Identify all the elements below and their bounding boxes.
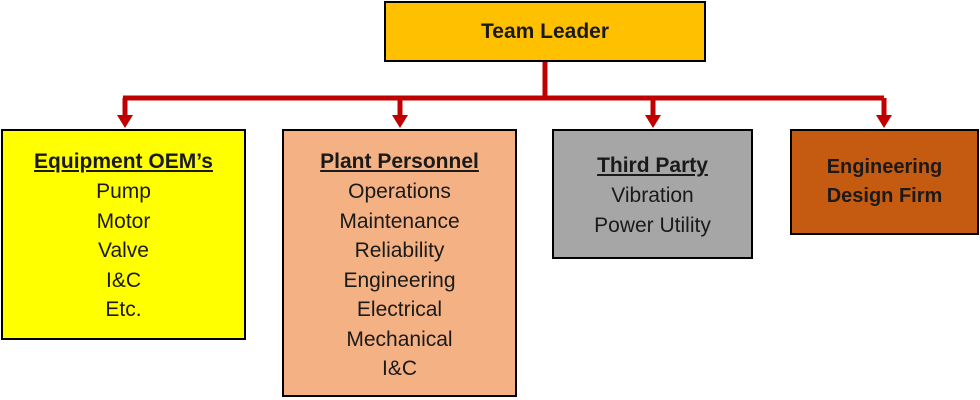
arrowhead-third-party bbox=[645, 115, 661, 128]
plant-personnel-title: Plant Personnel bbox=[320, 150, 479, 173]
plant-item: Electrical bbox=[356, 298, 443, 321]
oem-item: Motor bbox=[96, 209, 151, 233]
team-leader-box: Team Leader bbox=[384, 1, 706, 62]
equipment-oem-title: Equipment OEM’s bbox=[34, 150, 213, 173]
third-party-box: Third Party Vibration Power Utility bbox=[552, 129, 753, 259]
plant-item: I&C bbox=[381, 357, 417, 380]
engineering-design-firm-box: Engineering Design Firm bbox=[790, 129, 979, 235]
third-party-item: Power Utility bbox=[594, 213, 711, 237]
equipment-oem-box: Equipment OEM’s Pump Motor Valve I&C Etc… bbox=[1, 129, 246, 340]
plant-item: Operations bbox=[348, 180, 451, 203]
plant-item: Reliability bbox=[354, 239, 445, 262]
third-party-item: Vibration bbox=[611, 184, 694, 207]
arrowhead-engineering bbox=[876, 115, 892, 128]
arrowhead-oem bbox=[117, 115, 133, 128]
oem-item: Etc. bbox=[105, 298, 142, 321]
team-leader-label: Team Leader bbox=[481, 19, 609, 43]
plant-item: Mechanical bbox=[346, 327, 453, 351]
plant-personnel-box: Plant Personnel Operations Maintenance R… bbox=[282, 129, 517, 397]
plant-item: Engineering bbox=[343, 268, 456, 292]
oem-item: Valve bbox=[98, 239, 149, 262]
engineering-title-line: Design Firm bbox=[826, 185, 943, 207]
oem-item: I&C bbox=[105, 268, 141, 292]
arrowhead-plant bbox=[392, 115, 408, 128]
engineering-title-line: Engineering bbox=[826, 156, 943, 178]
oem-item: Pump bbox=[96, 180, 151, 203]
plant-item: Maintenance bbox=[339, 209, 460, 233]
third-party-title: Third Party bbox=[597, 154, 708, 177]
